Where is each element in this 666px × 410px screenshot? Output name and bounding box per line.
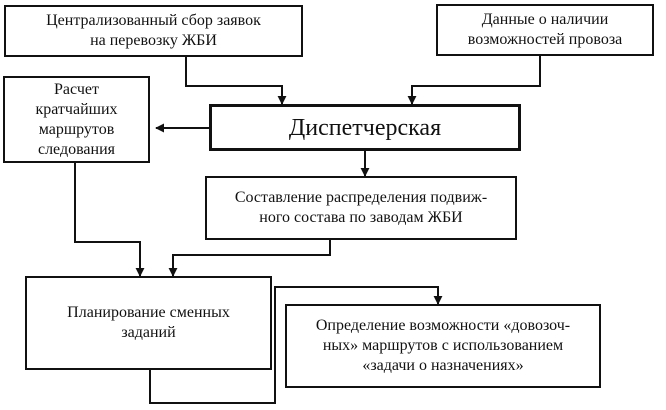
node-transport-capacity-label: Данные о наличии возможностей провоза [467, 11, 623, 48]
node-delivery-routes: Определение возможности «довозоч- ных» м… [285, 304, 601, 388]
node-transport-capacity: Данные о наличии возможностей провоза [436, 4, 654, 56]
node-dispatch: Диспетчерская [209, 104, 521, 151]
edge-capacity-to-dispatch [407, 56, 541, 105]
node-fleet-distribution: Составление распределения подвиж- ного с… [205, 176, 517, 240]
node-shift-planning-label: Планирование сменных заданий [67, 304, 230, 341]
edge-routes-to-shift [74, 163, 145, 277]
edge-shift-to-delivery [149, 286, 443, 404]
node-delivery-routes-label: Определение возможности «довозоч- ных» м… [315, 317, 571, 374]
edge-distribution-to-shift [168, 240, 331, 277]
node-shortest-routes-label: Расчет кратчайших маршрутов следования [35, 80, 118, 158]
node-shift-planning: Планирование сменных заданий [25, 276, 272, 370]
node-shortest-routes: Расчет кратчайших маршрутов следования [3, 76, 150, 163]
node-centralized-collection-label: Централизованный сбор заявок на перевозк… [46, 12, 261, 49]
node-centralized-collection: Централизованный сбор заявок на перевозк… [4, 5, 303, 57]
node-dispatch-label: Диспетчерская [288, 114, 442, 141]
edge-collection-to-dispatch [185, 57, 287, 105]
node-fleet-distribution-label: Составление распределения подвиж- ного с… [234, 189, 488, 226]
